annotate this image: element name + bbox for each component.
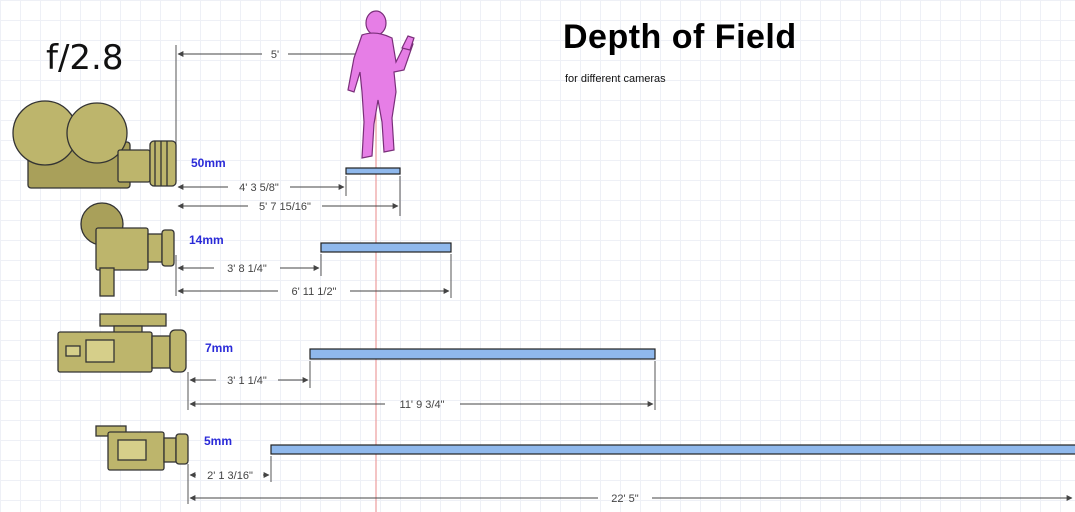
video-camera-icon: [57, 313, 187, 373]
f-stop-label: f/2.8: [46, 38, 124, 78]
movie-camera-icon: [80, 202, 175, 297]
subject-distance-label: 5': [271, 49, 279, 61]
film-camera-icon: [12, 100, 177, 189]
lens-label-5mm: 5mm: [204, 434, 232, 448]
person-icon: [347, 10, 415, 159]
lens-label-14mm: 14mm: [189, 233, 224, 247]
near-distance-7mm: 3' 1 1/4": [227, 375, 267, 387]
dof-bar-14mm: [320, 242, 452, 253]
far-distance-5mm: 22' 5": [611, 493, 639, 505]
dof-bar-5mm: [270, 444, 1075, 455]
lens-label-7mm: 7mm: [205, 341, 233, 355]
near-distance-50mm: 4' 3 5/8": [239, 182, 279, 194]
far-distance-7mm: 11' 9 3/4": [400, 399, 445, 411]
dof-bar-7mm: [309, 348, 656, 360]
diagram-title: Depth of Field: [563, 18, 797, 56]
near-distance-14mm: 3' 8 1/4": [227, 263, 267, 275]
near-distance-5mm: 2' 1 3/16": [207, 470, 253, 482]
far-distance-50mm: 5' 7 15/16": [259, 201, 311, 213]
diagram-subtitle: for different cameras: [565, 73, 666, 85]
dof-bar-50mm: [345, 167, 401, 175]
far-distance-14mm: 6' 11 1/2": [292, 286, 337, 298]
camcorder-icon: [95, 425, 189, 471]
lens-label-50mm: 50mm: [191, 156, 226, 170]
